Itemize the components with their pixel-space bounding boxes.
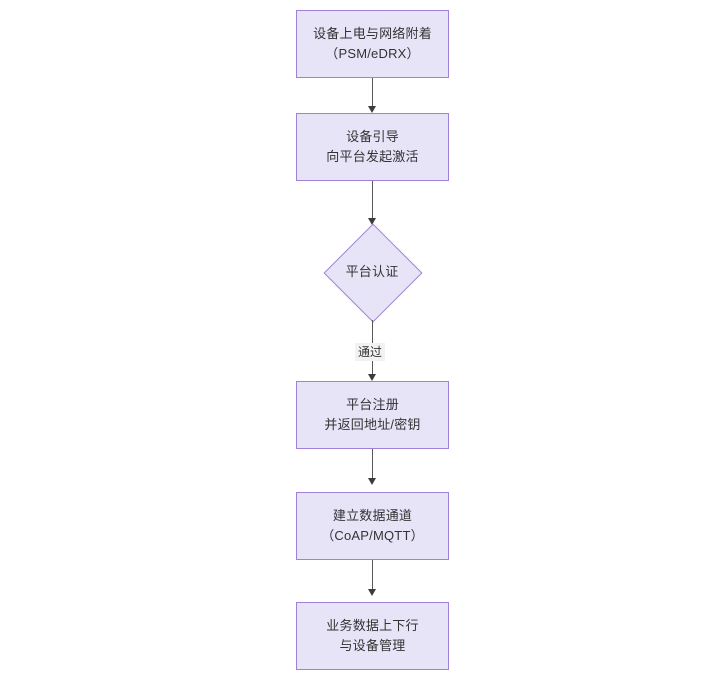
flow-node-platform-registration[interactable]: 平台注册 并返回地址/密钥 <box>296 381 449 449</box>
connector-line-n1-n2 <box>372 78 373 106</box>
flow-node-power-on-network-attach[interactable]: 设备上电与网络附着 （PSM/eDRX） <box>296 10 449 78</box>
connector-line-n2-n3 <box>372 181 373 218</box>
flow-node-label: 平台认证 <box>345 264 399 279</box>
flow-node-device-bootstrap-activation[interactable]: 设备引导 向平台发起激活 <box>296 113 449 181</box>
arrowhead-icon-n2-n3 <box>368 218 376 225</box>
flow-node-label: 设备上电与网络附着 （PSM/eDRX） <box>313 26 432 61</box>
connector-line-n5-n6 <box>372 560 373 589</box>
arrowhead-icon-n4-n5 <box>368 478 376 485</box>
connector-line-n4-n5 <box>372 449 373 478</box>
flow-node-label: 建立数据通道 （CoAP/MQTT） <box>321 508 424 543</box>
flow-node-label: 平台注册 并返回地址/密钥 <box>324 397 421 432</box>
edge-label-pass: 通过 <box>355 343 386 361</box>
flow-node-business-data-device-management[interactable]: 业务数据上下行 与设备管理 <box>296 602 449 670</box>
arrowhead-icon-n3-n4 <box>368 374 376 381</box>
flow-node-establish-data-channel[interactable]: 建立数据通道 （CoAP/MQTT） <box>296 492 449 560</box>
flow-node-platform-authentication[interactable]: 平台认证 <box>323 223 423 323</box>
flow-node-label: 业务数据上下行 与设备管理 <box>326 618 419 653</box>
flow-node-label: 设备引导 向平台发起激活 <box>326 129 419 164</box>
arrowhead-icon-n5-n6 <box>368 589 376 596</box>
arrowhead-icon-n1-n2 <box>368 106 376 113</box>
